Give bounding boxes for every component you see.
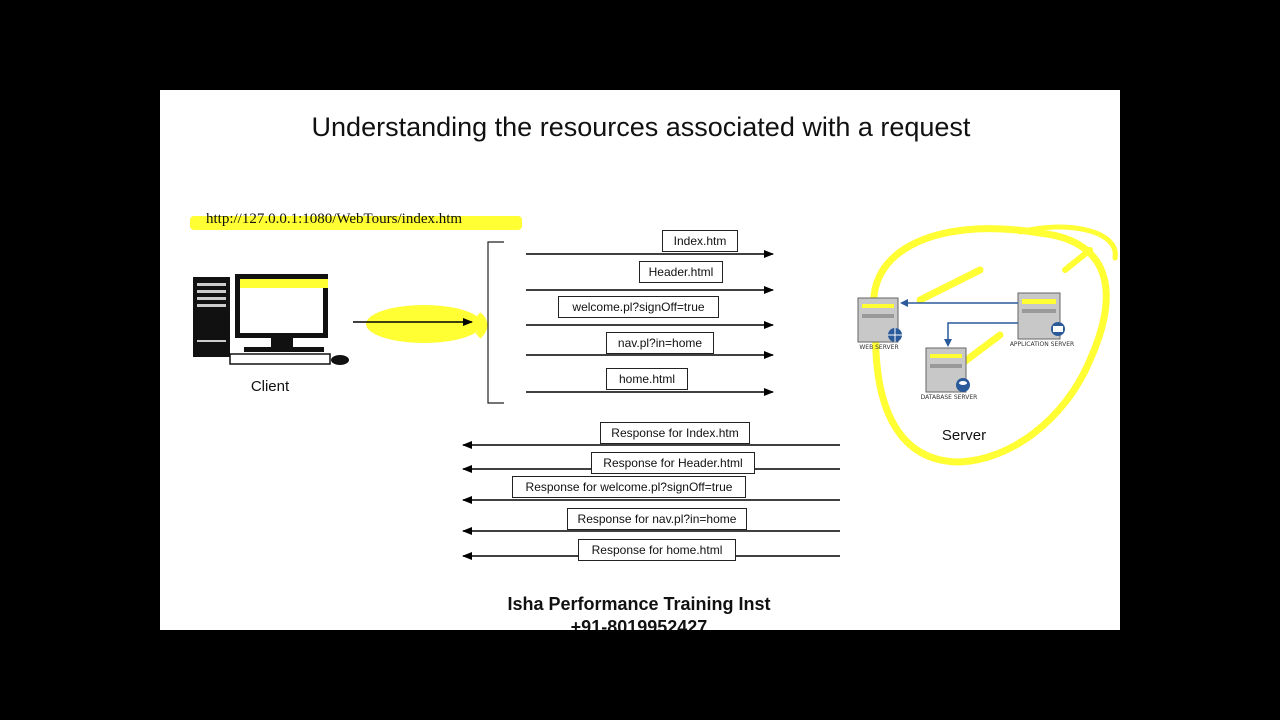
web-server-label: WEB SERVER	[859, 344, 898, 351]
footer-phone: +91-8019952427	[570, 617, 708, 630]
application-server-label: APPLICATION SERVER	[1010, 341, 1074, 348]
request-box-nav: nav.pl?in=home	[606, 332, 714, 354]
request-box-index: Index.htm	[662, 230, 738, 252]
footer-institute: Isha Performance Training Inst	[507, 594, 771, 614]
url-highlight	[190, 216, 522, 230]
response-box-home: Response for home.html	[578, 539, 736, 561]
slide-title: Understanding the resources associated w…	[311, 112, 971, 142]
arrow-highlight	[366, 305, 482, 343]
application-server-icon: APPLICATION SERVER	[1010, 292, 1074, 348]
request-url: http://127.0.0.1:1080/WebTours/index.htm	[206, 211, 463, 227]
response-box-index: Response for Index.htm	[600, 422, 750, 444]
client-label: Client	[250, 378, 290, 395]
app-to-db-arrow	[947, 322, 1018, 342]
request-box-home: home.html	[606, 368, 688, 390]
request-box-welcome: welcome.pl?signOff=true	[558, 296, 719, 318]
response-box-header: Response for Header.html	[591, 452, 755, 474]
database-server-label: DATABASE SERVER	[921, 394, 978, 401]
response-box-nav: Response for nav.pl?in=home	[567, 508, 747, 530]
diagram-graphics: WEB SERVER APPLICATION SERVER DATABASE S…	[193, 224, 1118, 560]
request-bracket	[487, 241, 504, 404]
server-highlight	[870, 224, 1118, 466]
request-arrows	[526, 250, 774, 396]
server-label: Server	[941, 427, 987, 444]
client-computer-icon	[193, 274, 349, 365]
database-server-icon: DATABASE SERVER	[921, 347, 978, 401]
slide: Understanding the resources associated w…	[160, 90, 1120, 630]
request-box-header: Header.html	[639, 261, 723, 283]
web-server-icon: WEB SERVER	[857, 297, 902, 351]
response-box-welcome: Response for welcome.pl?signOff=true	[512, 476, 746, 498]
